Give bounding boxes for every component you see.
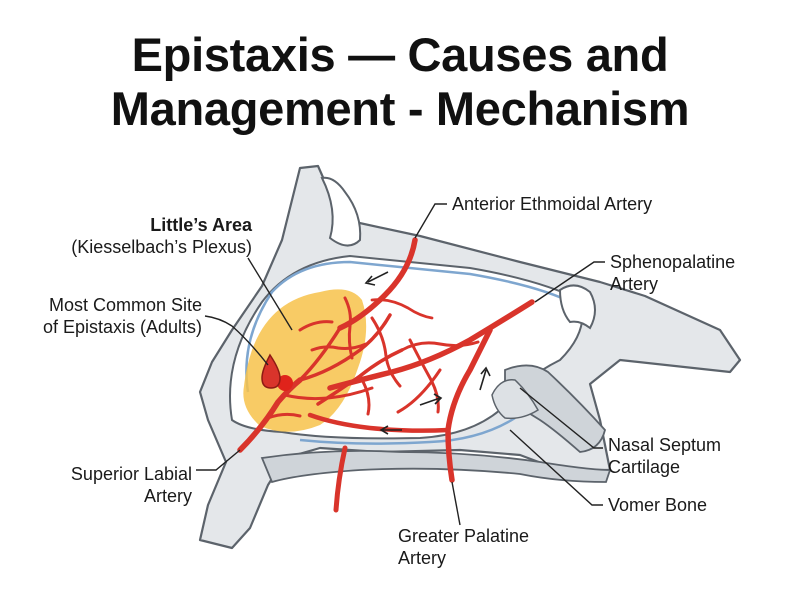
arrow-lower-head [379,425,389,435]
page-title: Epistaxis — Causes and Management - Mech… [0,28,800,136]
flow-arrows [364,271,491,435]
label-sphenopalatine: Sphenopalatine Artery [610,251,735,295]
greater-palatine-artery-path [445,327,493,483]
leader-sphenopalatine [534,261,605,303]
mucosa-line-upper [245,260,576,393]
plexus-branch-6 [298,320,334,332]
arrow-upper [367,271,389,283]
leader-anterior-ethmoidal [414,203,447,239]
arrow-middle-head [433,393,443,405]
septum-cartilage-shape [491,379,540,420]
leader-greater-palatine [451,481,461,526]
plexus-branch-5 [310,342,368,352]
title-line-2: Management - Mechanism [110,82,690,135]
plexus-branch-11 [358,374,371,416]
label-common-site-line1: Most Common Site [48,295,202,315]
label-vomer-bone: Vomer Bone [608,494,707,516]
plexus-branch-9 [408,338,440,414]
plexus-branch-1 [298,326,342,382]
label-greater-palatine: Greater Palatine Artery [398,525,529,569]
plexus-branch-7 [343,296,354,360]
leader-vomer-bone [509,429,603,506]
title-line-1: Epistaxis — Causes and [131,28,669,81]
label-sphenopalatine-line2: Artery [610,274,659,294]
label-greater-palatine-line2: Artery [398,548,447,568]
label-superior-labial-line2: Artery [143,486,192,506]
hard-palate [260,449,612,484]
arrow-right [479,369,487,391]
arrow-right-head [480,366,491,377]
label-littles-area: Little’s Area (Kiesselbach’s Plexus) [40,214,252,258]
label-nasal-septum-cartilage: Nasal Septum Cartilage [608,434,721,478]
leader-superior-labial [196,449,241,471]
sphenoid-process [558,284,596,330]
label-septum-cartilage-line1: Nasal Septum [608,435,722,455]
anterior-ethmoidal-artery-path [337,237,418,331]
label-common-site-line2: of Epistaxis (Adults) [42,317,202,337]
label-sphenopalatine-line1: Sphenopalatine [610,252,736,272]
bleed-spot [277,375,293,391]
leader-septum-cartilage [519,387,603,449]
label-littles-area-title: Little’s Area [150,215,252,235]
plexus-branch-2 [298,313,392,382]
plexus-branch-10 [400,340,480,352]
vomer-bone-shape [504,364,606,453]
label-superior-labial: Superior Labial Artery [40,463,192,507]
arrow-middle [419,397,441,406]
label-vomer-bone-text: Vomer Bone [608,495,708,515]
label-greater-palatine-line1: Greater Palatine [398,526,530,546]
plexus-branch-8 [370,316,402,388]
label-septum-cartilage-line2: Cartilage [608,457,681,477]
plexus-branch-14 [266,412,302,420]
label-most-common-site: Most Common Site of Epistaxis (Adults) [10,294,202,338]
superior-labial-artery-path [237,377,303,453]
artery-lower-branch [333,445,348,513]
artery-network [237,237,535,513]
leader-common-site [204,315,269,366]
leader-lines [196,203,605,526]
frontal-sinus [320,176,362,247]
mucosa-line-lower [299,416,516,445]
label-superior-labial-line1: Superior Labial [70,464,192,484]
label-littles-area-sub: (Kiesselbach’s Plexus) [71,237,252,257]
plexus-branch-4 [283,386,374,401]
label-anterior-ethmoidal: Anterior Ethmoidal Artery [452,193,652,215]
greater-palatine-branch [307,412,451,433]
leader-littles-area [247,257,293,331]
label-anterior-ethmoidal-text: Anterior Ethmoidal Artery [452,194,653,214]
plexus-branch-12 [396,368,442,414]
plexus-branch-13 [370,298,434,320]
arrow-upper-head [364,275,376,286]
